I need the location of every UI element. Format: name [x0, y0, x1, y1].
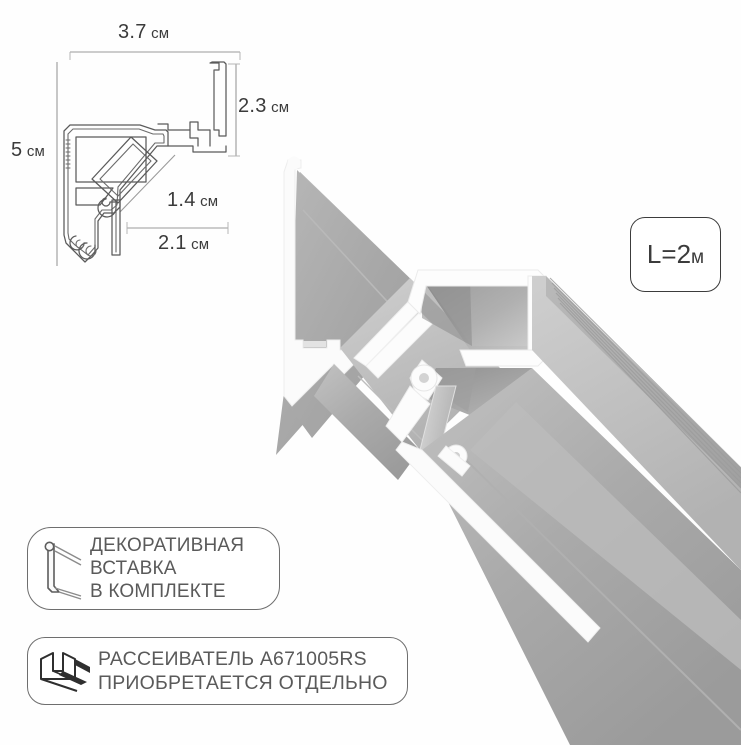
render-bottom-rail — [395, 441, 601, 643]
profile-3d-render — [270, 150, 741, 745]
dimension-label-diffuser: 1.4 см — [167, 189, 219, 211]
dimension-line-backwall — [228, 63, 240, 157]
diffuser-channel-shape — [91, 136, 158, 204]
diffuser-channel-icon — [34, 649, 96, 693]
length-badge-label: L=2м — [646, 239, 705, 269]
render-rib-lines — [549, 277, 741, 494]
dimension-line-width — [69, 51, 241, 60]
badge-diffuser-text: РАССЕИВАТЕЛЬ A671005RS ПРИОБРЕТАЕТСЯ ОТД… — [98, 648, 388, 694]
decorative-insert-strip-icon — [36, 538, 88, 600]
knurl-serrations — [65, 139, 71, 169]
profile-render-svg — [276, 156, 741, 745]
dimension-line-diffuser — [119, 154, 176, 213]
insert-icon-svg — [44, 541, 82, 600]
dimension-label-width: 3.7 см — [118, 21, 170, 43]
badge-decorative-insert-text: ДЕКОРАТИВНАЯ ВСТАВКА В КОМПЛЕКТЕ — [90, 535, 245, 602]
render-led-cavity — [420, 276, 532, 350]
length-badge: L=2м — [630, 217, 721, 292]
dimension-label-base: 2.1 см — [158, 232, 210, 254]
profile-outline — [63, 61, 227, 263]
badge-decorative-insert: ДЕКОРАТИВНАЯ ВСТАВКА В КОМПЛЕКТЕ — [27, 527, 280, 610]
render-wing-endface — [283, 156, 359, 407]
dimension-label-height: 5 см — [11, 139, 46, 161]
cross-section-svg: .ln { fill:none; stroke:#5a5a5a; stroke-… — [56, 51, 241, 266]
technical-drawing: .ln { fill:none; stroke:#5a5a5a; stroke-… — [0, 0, 330, 300]
badge-diffuser: РАССЕИВАТЕЛЬ A671005RS ПРИОБРЕТАЕТСЯ ОТД… — [27, 637, 408, 705]
render-lower-hook — [385, 359, 443, 443]
dimension-label-backwall: 2.3 см — [238, 95, 290, 117]
diffuser-icon-svg — [40, 652, 90, 692]
render-main-body — [422, 276, 741, 745]
dimension-line-base — [126, 222, 229, 234]
